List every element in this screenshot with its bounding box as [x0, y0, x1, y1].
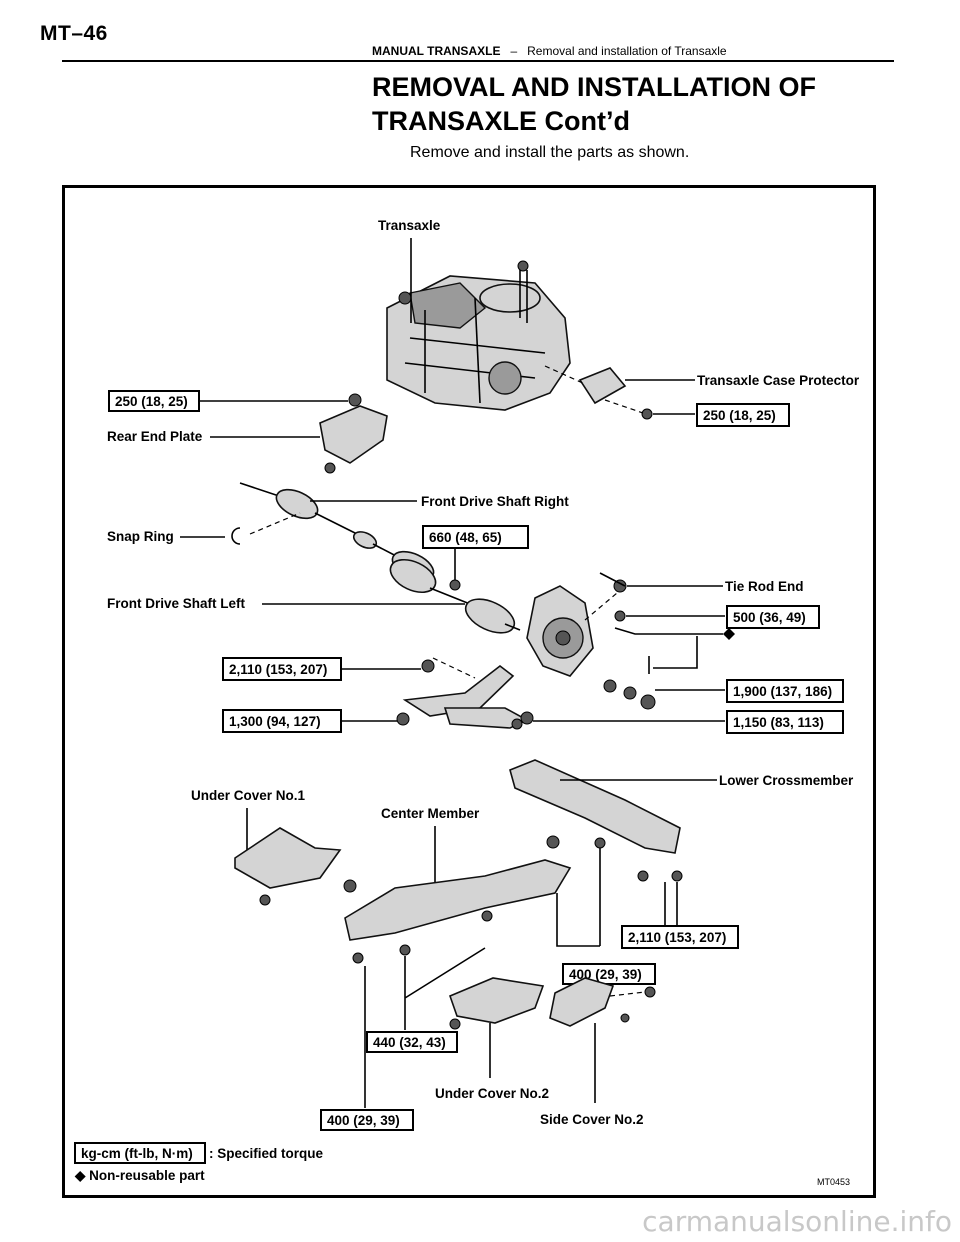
lower-crossmember-illustration [509, 759, 681, 854]
label-under-cover-2: Under Cover No.2 [435, 1086, 549, 1101]
torque-cover-bolts: 440 (32, 43) [373, 1035, 446, 1050]
cotter-pin-leader [614, 627, 723, 635]
legend-unit-box [74, 1142, 206, 1164]
torque-protector: 250 (18, 25) [703, 408, 776, 423]
nonreusable-marker-icon [723, 628, 735, 640]
dash-tie-rod [584, 592, 618, 621]
instruction-text: Remove and install the parts as shown. [410, 144, 690, 161]
header-separator: – [510, 44, 518, 58]
exploded-diagram: Transaxle Transaxle Case Protector 250 (… [62, 185, 876, 1198]
torque-box-protector [696, 403, 790, 427]
torque-member-bottom: 400 (29, 39) [327, 1113, 400, 1128]
under-cover-2-bolt [449, 1018, 461, 1030]
leader-cover-bolts [404, 947, 486, 1030]
torque-box-tie-rod [726, 605, 820, 629]
page-title: REMOVAL AND INSTALLATION OF TRANSAXLE Co… [372, 70, 816, 138]
torque-box-member-bottom [320, 1109, 414, 1131]
tie-rod-end-illustration [599, 572, 626, 587]
ball-joint-bolt [520, 711, 534, 725]
side-cover-2-illustration [549, 977, 615, 1027]
torque-box-drive-shaft [422, 525, 529, 549]
label-rear-end-plate: Rear End Plate [107, 429, 203, 444]
lower-arm-illustration [402, 657, 529, 730]
dash-protector [544, 365, 586, 385]
arm-lower-bolt [396, 712, 410, 726]
center-member-mount-left [343, 879, 357, 893]
torque-box-hub-nut [726, 679, 844, 703]
transaxle-illustration [386, 260, 571, 411]
label-drive-shaft-left: Front Drive Shaft Left [107, 596, 246, 611]
legend-nonreusable-note: ◆ Non-reusable part [74, 1168, 205, 1183]
leader-crossmember-bolts [664, 882, 678, 928]
legend-unit: kg-cm (ft-lb, N·m) [81, 1146, 193, 1161]
center-member-bolt [481, 910, 493, 922]
side-cover-2-clip [620, 1013, 630, 1023]
dash-side-cover [609, 991, 646, 997]
running-header: MANUAL TRANSAXLE–Removal and installatio… [372, 44, 727, 58]
torque-drive-shaft: 660 (48, 65) [429, 530, 502, 545]
title-line-1: REMOVAL AND INSTALLATION OF [372, 72, 816, 102]
page-number: MT–46 [40, 22, 108, 45]
label-side-cover-2: Side Cover No.2 [540, 1112, 644, 1127]
label-under-cover-1: Under Cover No.1 [191, 788, 306, 803]
torque-box-crossmember [621, 925, 739, 949]
tie-rod-nut [614, 610, 626, 622]
cover-bolt-right [399, 944, 411, 956]
torque-rear-plate: 250 (18, 25) [115, 394, 188, 409]
crossmember-nut [637, 870, 649, 882]
label-drive-shaft-right: Front Drive Shaft Right [421, 494, 569, 509]
under-cover-2-illustration [448, 977, 545, 1024]
torque-crossmember: 2,110 (153, 207) [628, 930, 726, 945]
header-rule [62, 60, 894, 62]
label-lower-crossmember: Lower Crossmember [719, 773, 854, 788]
hub-nut [623, 686, 637, 700]
hub-nut-lock-cap [640, 694, 656, 710]
label-center-member: Center Member [381, 806, 480, 821]
snap-ring-illustration [231, 527, 241, 545]
rear-plate-bolt [348, 393, 362, 407]
torque-arm-lower: 1,300 (94, 127) [229, 714, 321, 729]
drive-shaft-left-illustration [389, 558, 521, 634]
torque-arm-upper: 2,110 (153, 207) [229, 662, 327, 677]
legend-torque-note: : Specified torque [209, 1146, 324, 1161]
center-member-mount-right [546, 835, 560, 849]
case-protector-illustration [578, 367, 653, 420]
side-cover-2-bolt [644, 986, 656, 998]
torque-box-cover-bolts [366, 1031, 458, 1053]
center-member-illustration [344, 859, 572, 941]
figure-code: MT0453 [817, 1177, 850, 1187]
label-snap-ring: Snap Ring [107, 529, 174, 544]
crossmember-bolt-a [594, 837, 606, 849]
rear-plate-lower-bolt [324, 462, 336, 474]
torque-hub-nut: 1,900 (137, 186) [733, 684, 832, 699]
torque-box-ball-joint [726, 710, 844, 734]
under-cover-1-bolt [259, 894, 271, 906]
label-tie-rod-end: Tie Rod End [725, 579, 804, 594]
steering-knuckle-illustration [526, 585, 594, 677]
nonreusable-bracket [653, 636, 698, 669]
subsection-name: Removal and installation of Transaxle [527, 44, 727, 58]
torque-ball-joint: 1,150 (83, 113) [733, 715, 824, 730]
hub-washer [603, 679, 617, 693]
rear-end-plate-illustration [319, 405, 388, 464]
label-case-protector: Transaxle Case Protector [697, 373, 860, 388]
torque-tie-rod: 500 (36, 49) [733, 610, 806, 625]
leader-member-mid [556, 848, 601, 947]
arm-upper-bolt [421, 659, 435, 673]
section-name: MANUAL TRANSAXLE [372, 44, 501, 58]
under-cover-1-illustration [234, 827, 342, 889]
tie-rod-end-nut [613, 579, 627, 593]
dash-protector-bolt [604, 399, 644, 414]
title-line-2: TRANSAXLE Cont’d [372, 106, 630, 136]
watermark: carmanualsonline.info [642, 1205, 952, 1238]
crossmember-bolt-b [671, 870, 683, 882]
label-transaxle: Transaxle [378, 218, 441, 233]
cover-bolt-left [352, 952, 364, 964]
diagram-canvas: Transaxle Transaxle Case Protector 250 (… [74, 218, 860, 1187]
dash-snap-ring [249, 512, 301, 535]
